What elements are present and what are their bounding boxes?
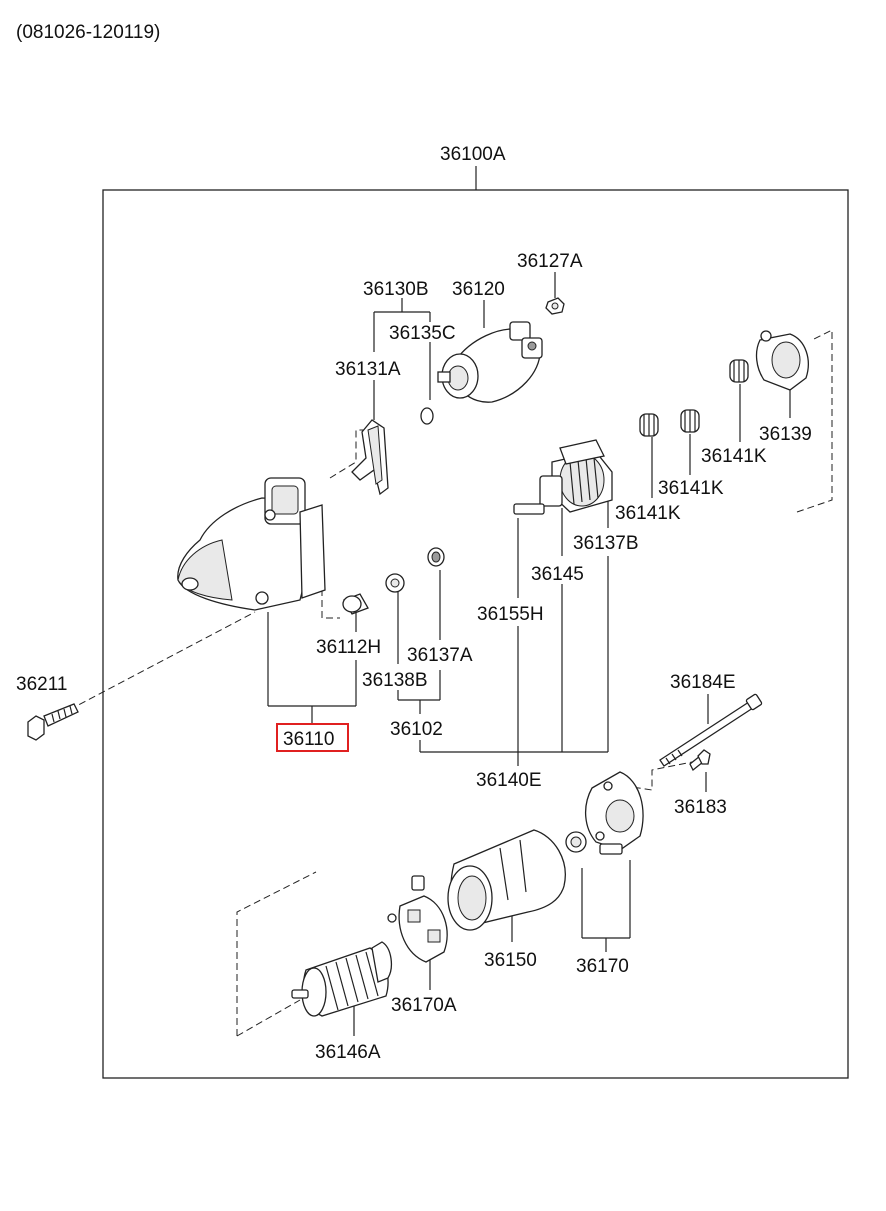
- starter-housing-part: [177, 477, 326, 611]
- armature-part: [291, 941, 393, 1017]
- label-36141K-3: 36141K: [615, 503, 681, 524]
- label-36137B: 36137B: [573, 533, 639, 554]
- yoke-part: [447, 829, 566, 931]
- label-36112H: 36112H: [316, 637, 381, 658]
- planetary-gear-part-3: [729, 359, 749, 383]
- highlight-box-36110: [276, 723, 349, 752]
- label-36183: 36183: [674, 797, 727, 818]
- label-36137A: 36137A: [407, 645, 473, 666]
- lever-part: [351, 419, 389, 496]
- label-36155H: 36155H: [477, 604, 544, 625]
- label-36145: 36145: [531, 564, 584, 585]
- bushing-part: [342, 593, 369, 615]
- label-36127A: 36127A: [517, 251, 583, 272]
- nut-part: [545, 297, 565, 315]
- label-36141K-1: 36141K: [701, 446, 767, 467]
- label-36140E: 36140E: [476, 770, 542, 791]
- label-36120: 36120: [452, 279, 505, 300]
- solenoid-part: [437, 321, 543, 403]
- label-36102: 36102: [390, 719, 443, 740]
- clutch-assembly-part: [513, 439, 613, 515]
- snap-ring-part: [427, 547, 445, 567]
- label-36146A: 36146A: [315, 1042, 381, 1063]
- end-frame-part: [565, 771, 644, 855]
- label-36110[interactable]: 36110: [283, 729, 334, 750]
- label-36170A: 36170A: [391, 995, 457, 1016]
- label-36141K-2: 36141K: [658, 478, 724, 499]
- label-36150: 36150: [484, 950, 537, 971]
- date-range-header: (081026-120119): [16, 22, 160, 43]
- internal-gear-part: [755, 330, 809, 391]
- label-36170: 36170: [576, 956, 629, 977]
- screw-part: [689, 749, 711, 772]
- label-36131A: 36131A: [335, 359, 401, 380]
- planetary-gear-part-1: [639, 413, 659, 437]
- mounting-bolt-part: [27, 703, 79, 741]
- label-36139: 36139: [759, 424, 812, 445]
- label-36130B: 36130B: [363, 279, 429, 300]
- assembly-frame: [102, 189, 849, 1079]
- label-36138B: 36138B: [362, 670, 428, 691]
- seal-part: [420, 407, 434, 425]
- through-bolt-part: [659, 693, 763, 767]
- label-36211: 36211: [16, 674, 67, 695]
- label-assembly-36100A: 36100A: [440, 144, 506, 165]
- brush-holder-part: [387, 875, 448, 963]
- planetary-gear-part-2: [680, 409, 700, 433]
- label-36184E: 36184E: [670, 672, 736, 693]
- label-36135C: 36135C: [389, 323, 456, 344]
- washer-part: [385, 573, 405, 593]
